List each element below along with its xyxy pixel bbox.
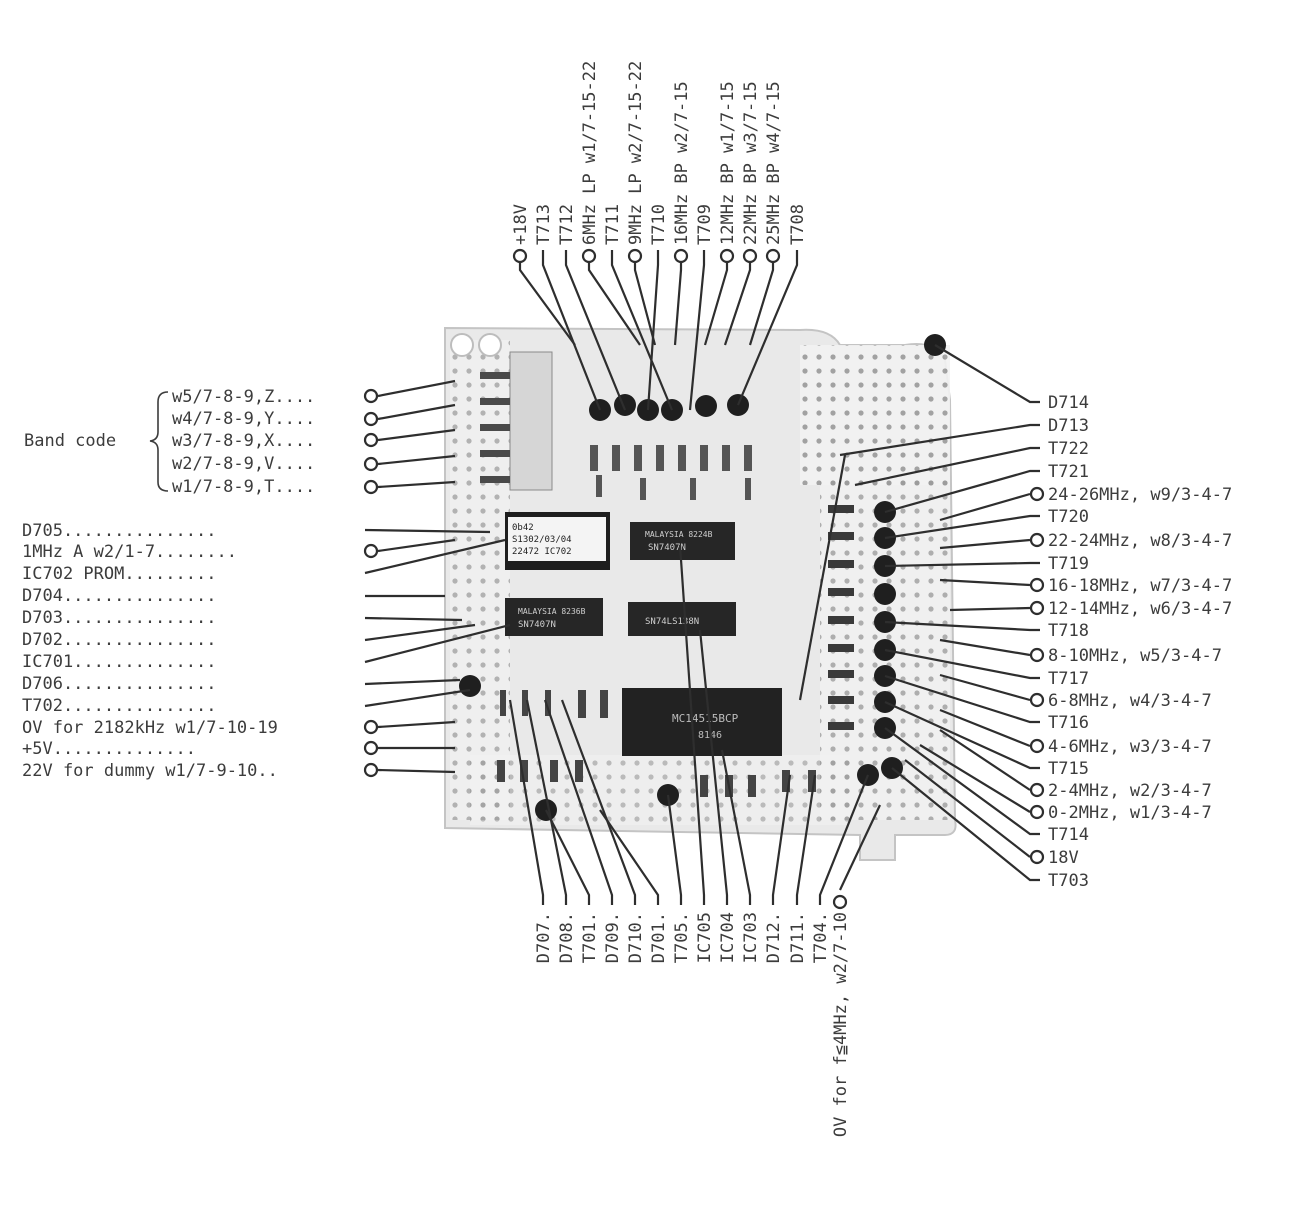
svg-text:22472 IC702: 22472 IC702 bbox=[512, 547, 572, 557]
band-resistors bbox=[480, 372, 510, 483]
label-d709: D709. bbox=[603, 912, 623, 963]
board-grid-left bbox=[450, 340, 510, 820]
label-16mhz-bp: 16MHz BP w2/7-15 bbox=[672, 81, 692, 245]
label-t711: T711 bbox=[603, 204, 623, 245]
label-t709: T709 bbox=[695, 204, 715, 245]
label-t701: T701. bbox=[580, 912, 600, 963]
label-d702: D702............... bbox=[22, 630, 216, 650]
label-t714: T714 bbox=[1048, 825, 1089, 845]
label-2-4mhz: 2-4MHz, w2/3-4-7 bbox=[1048, 781, 1212, 801]
label-16-18mhz: 16-18MHz, w7/3-4-7 bbox=[1048, 576, 1232, 596]
board-grid-top-right bbox=[800, 345, 950, 485]
bottom-labels: D707. D708. T701. D709. D710. D701. T705… bbox=[534, 912, 851, 1137]
right-diodes bbox=[828, 505, 854, 730]
leader-lines bbox=[364, 250, 1040, 905]
label-9mhz-lp: 9MHz LP w2/7-15-22 bbox=[626, 61, 646, 245]
mounting-hole bbox=[450, 333, 474, 357]
label-w4: w4/7-8-9,Y.... bbox=[172, 409, 315, 429]
label-t720: T720 bbox=[1048, 507, 1089, 527]
label-d701: D701. bbox=[649, 912, 669, 963]
label-t704: T704. bbox=[811, 912, 831, 963]
label-t713: T713 bbox=[534, 204, 554, 245]
label-18v-top: +18V bbox=[511, 204, 531, 245]
label-w1: w1/7-8-9,T.... bbox=[172, 477, 315, 497]
label-t719: T719 bbox=[1048, 554, 1089, 574]
label-t715: T715 bbox=[1048, 759, 1089, 779]
label-w3: w3/7-8-9,X.... bbox=[172, 431, 315, 451]
terminal-pins bbox=[363, 248, 1045, 910]
label-t705: T705. bbox=[672, 912, 692, 963]
top-components bbox=[590, 445, 752, 500]
label-8-10mhz: 8-10MHz, w5/3-4-7 bbox=[1048, 646, 1222, 666]
label-1mhz: 1MHz A w2/1-7........ bbox=[22, 542, 237, 562]
label-ic705: IC705 bbox=[695, 912, 715, 963]
circuit-board: 0b42 S1302/03/04 22472 IC702 MALAYSIA 82… bbox=[444, 326, 957, 861]
mounting-hole bbox=[478, 333, 502, 357]
svg-text:SN7407N: SN7407N bbox=[648, 543, 686, 553]
label-d706: D706............... bbox=[22, 674, 216, 694]
label-d713: D713 bbox=[1048, 416, 1089, 436]
label-t712: T712 bbox=[557, 204, 577, 245]
label-6mhz-lp: 6MHz LP w1/7-15-22 bbox=[580, 61, 600, 245]
label-22mhz-bp: 22MHz BP w3/7-15 bbox=[741, 81, 761, 245]
svg-text:MC14515BCP: MC14515BCP bbox=[672, 712, 739, 725]
label-t703: T703 bbox=[1048, 871, 1089, 891]
ic705-chip: MALAYSIA 8224B SN7407N bbox=[630, 522, 735, 560]
label-t721: T721 bbox=[1048, 462, 1089, 482]
label-ic703: IC703 bbox=[741, 912, 761, 963]
label-t717: T717 bbox=[1048, 669, 1089, 689]
label-6-8mhz: 6-8MHz, w4/3-4-7 bbox=[1048, 691, 1212, 711]
label-ic704: IC704 bbox=[718, 912, 738, 963]
label-22v: 22V for dummy w1/7-9-10.. bbox=[22, 761, 278, 781]
band-code-label: Band code bbox=[24, 431, 116, 451]
top-labels: +18V T713 T712 6MHz LP w1/7-15-22 T711 9… bbox=[511, 61, 808, 245]
label-t708: T708 bbox=[788, 204, 808, 245]
label-t716: T716 bbox=[1048, 713, 1089, 733]
ic702-prom: 0b42 S1302/03/04 22472 IC702 bbox=[505, 512, 610, 570]
ic701-chip: MALAYSIA 8236B SN7407N bbox=[505, 598, 603, 636]
label-4-6mhz: 4-6MHz, w3/3-4-7 bbox=[1048, 737, 1212, 757]
label-t710: T710 bbox=[649, 204, 669, 245]
label-12mhz-bp: 12MHz BP w1/7-15 bbox=[718, 81, 738, 245]
label-d705: D705............... bbox=[22, 521, 216, 541]
svg-text:S1302/03/04: S1302/03/04 bbox=[512, 535, 572, 545]
ic703-chip: MC14515BCP 8146 bbox=[622, 688, 782, 756]
svg-text:0b42: 0b42 bbox=[512, 523, 534, 533]
label-d707: D707. bbox=[534, 912, 554, 963]
label-t722: T722 bbox=[1048, 439, 1089, 459]
left-labels: w5/7-8-9,Z.... w4/7-8-9,Y.... w3/7-8-9,X… bbox=[22, 387, 315, 781]
label-25mhz-bp: 25MHz BP w4/7-15 bbox=[764, 81, 784, 245]
label-d708: D708. bbox=[557, 912, 577, 963]
ic704-chip: SN74LS138N bbox=[628, 602, 736, 636]
label-24-26mhz: 24-26MHz, w9/3-4-7 bbox=[1048, 485, 1232, 505]
label-d704: D704............... bbox=[22, 586, 216, 606]
label-d714: D714 bbox=[1048, 393, 1089, 413]
svg-text:SN74LS138N: SN74LS138N bbox=[645, 617, 699, 627]
label-d711: D711. bbox=[788, 912, 808, 963]
label-w2: w2/7-8-9,V.... bbox=[172, 454, 315, 474]
label-0v-f4mhz: OV for f≦4MHz, w2/7-10 bbox=[831, 912, 851, 1137]
resistor-array bbox=[509, 351, 553, 491]
label-ic702: IC702 PROM......... bbox=[22, 564, 216, 584]
label-t718: T718 bbox=[1048, 621, 1089, 641]
label-ic701: IC701.............. bbox=[22, 652, 216, 672]
label-0-2mhz: 0-2MHz, w1/3-4-7 bbox=[1048, 803, 1212, 823]
label-d710: D710. bbox=[626, 912, 646, 963]
label-5v: +5V.............. bbox=[22, 739, 196, 759]
label-22-24mhz: 22-24MHz, w8/3-4-7 bbox=[1048, 531, 1232, 551]
svg-text:SN7407N: SN7407N bbox=[518, 620, 556, 630]
label-d703: D703............... bbox=[22, 608, 216, 628]
label-12-14mhz: 12-14MHz, w6/3-4-7 bbox=[1048, 599, 1232, 619]
svg-text:MALAYSIA 8236B: MALAYSIA 8236B bbox=[518, 607, 586, 616]
right-labels: D714 D713 T722 T721 24-26MHz, w9/3-4-7 T… bbox=[1048, 393, 1232, 891]
label-t702: T702............... bbox=[22, 696, 216, 716]
label-18v-right: 18V bbox=[1048, 848, 1079, 868]
label-d712: D712. bbox=[764, 912, 784, 963]
label-0v-2182: OV for 2182kHz w1/7-10-19 bbox=[22, 718, 278, 738]
label-w5: w5/7-8-9,Z.... bbox=[172, 387, 315, 407]
svg-text:MALAYSIA 8224B: MALAYSIA 8224B bbox=[645, 530, 713, 539]
band-code-brace bbox=[149, 391, 169, 492]
